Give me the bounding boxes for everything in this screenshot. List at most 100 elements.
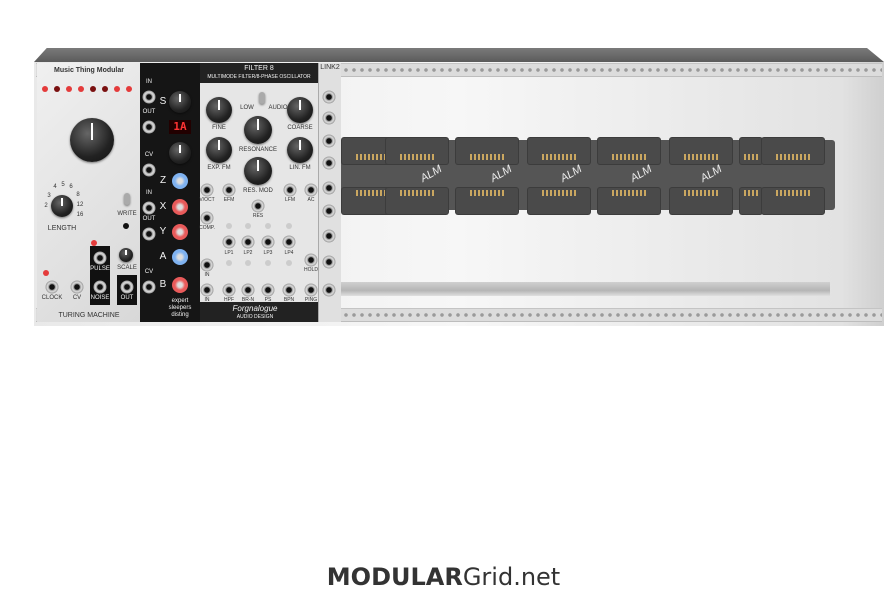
knob-res-mod[interactable] [244,157,272,185]
led [66,86,72,92]
label: COARSE [287,125,313,131]
button-z[interactable] [172,173,188,189]
jack-out[interactable] [120,280,134,294]
jack-in[interactable] [200,283,214,297]
knob-s[interactable] [169,91,191,113]
brand-line: disting [171,312,189,318]
label: 2 [44,203,48,209]
label: LP1 [224,250,234,256]
write-button[interactable] [123,223,129,229]
length-knob[interactable] [51,195,73,217]
display: 1A [169,120,191,134]
jack-ping[interactable] [304,283,318,297]
rack-groove [340,282,830,296]
busboard-header [528,138,590,164]
jack-disting[interactable] [142,163,156,177]
led [226,260,232,266]
jack-disting[interactable] [142,227,156,241]
jack-out[interactable] [222,235,236,249]
knob-coarse[interactable] [287,97,313,123]
jack-out[interactable] [241,235,255,249]
label: EFM [223,197,235,203]
label: Z [159,175,167,186]
jack-lfm[interactable] [283,183,297,197]
jack-out[interactable] [241,283,255,297]
label: COMP. [199,225,215,231]
module-name: LINK2 [320,64,340,71]
label: X [159,201,167,212]
jack-link[interactable] [322,255,336,269]
led [245,223,251,229]
label: EXP. FM [207,165,231,171]
jack-disting[interactable] [142,201,156,215]
led [102,86,108,92]
jack-disting[interactable] [142,120,156,134]
busboard-header [386,188,448,214]
label: OUT [142,216,156,222]
label: 8 [76,192,80,198]
brand-bold: MODULAR [326,563,463,591]
busboard-header [528,188,590,214]
jack-hold[interactable] [304,253,318,267]
label: AC [307,197,315,203]
knob-disting-2[interactable] [169,142,191,164]
button-y[interactable] [172,224,188,240]
jack-cv[interactable] [70,280,84,294]
label: IN [204,297,210,303]
jack-out[interactable] [282,235,296,249]
label: LIN. FM [289,165,311,171]
button-a[interactable] [172,249,188,265]
label: CV [144,152,154,158]
jack-res[interactable] [251,199,265,213]
jack-link[interactable] [322,181,336,195]
label: PULSE [90,266,110,272]
jack-disting[interactable] [142,280,156,294]
jack-v/oct[interactable] [200,183,214,197]
label: IN [204,272,210,278]
jack-link[interactable] [322,204,336,218]
jack-link[interactable] [322,90,336,104]
label: LOW [240,105,254,111]
jack-comp.[interactable] [200,211,214,225]
jack-noise[interactable] [93,280,107,294]
main-knob[interactable] [70,118,114,162]
label: LP2 [243,250,253,256]
write-toggle[interactable] [124,193,130,205]
jack-efm[interactable] [222,183,236,197]
jack-disting[interactable] [142,90,156,104]
jack-pulse[interactable] [93,251,107,265]
knob-fine[interactable] [206,97,232,123]
label: LFM [285,197,295,203]
jack-link[interactable] [322,229,336,243]
jack-ac[interactable] [304,183,318,197]
jack-out[interactable] [261,283,275,297]
label: PS [264,297,272,303]
module-name: TURING MACHINE [58,312,120,319]
jack-out[interactable] [282,283,296,297]
label: OUT [142,109,156,115]
led [265,260,271,266]
label: HOLD [304,267,318,273]
jack-in[interactable] [200,258,214,272]
jack-link[interactable] [322,134,336,148]
knob-lin-fm[interactable] [287,137,313,163]
busboard-header [740,138,762,164]
busboard-header [386,138,448,164]
button-x[interactable] [172,199,188,215]
jack-link[interactable] [322,283,336,297]
button-b[interactable] [172,277,188,293]
jack-link[interactable] [322,156,336,170]
knob-resonance[interactable] [244,116,272,144]
led [286,260,292,266]
range-toggle[interactable] [259,92,265,104]
jack-out[interactable] [261,235,275,249]
jack-clock[interactable] [45,280,59,294]
led [245,260,251,266]
label: RES. MOD [243,188,273,194]
scale-knob[interactable] [119,248,133,262]
knob-exp-fm[interactable] [206,137,232,163]
jack-out[interactable] [222,283,236,297]
led [226,223,232,229]
label: Y [159,226,167,237]
jack-link[interactable] [322,111,336,125]
